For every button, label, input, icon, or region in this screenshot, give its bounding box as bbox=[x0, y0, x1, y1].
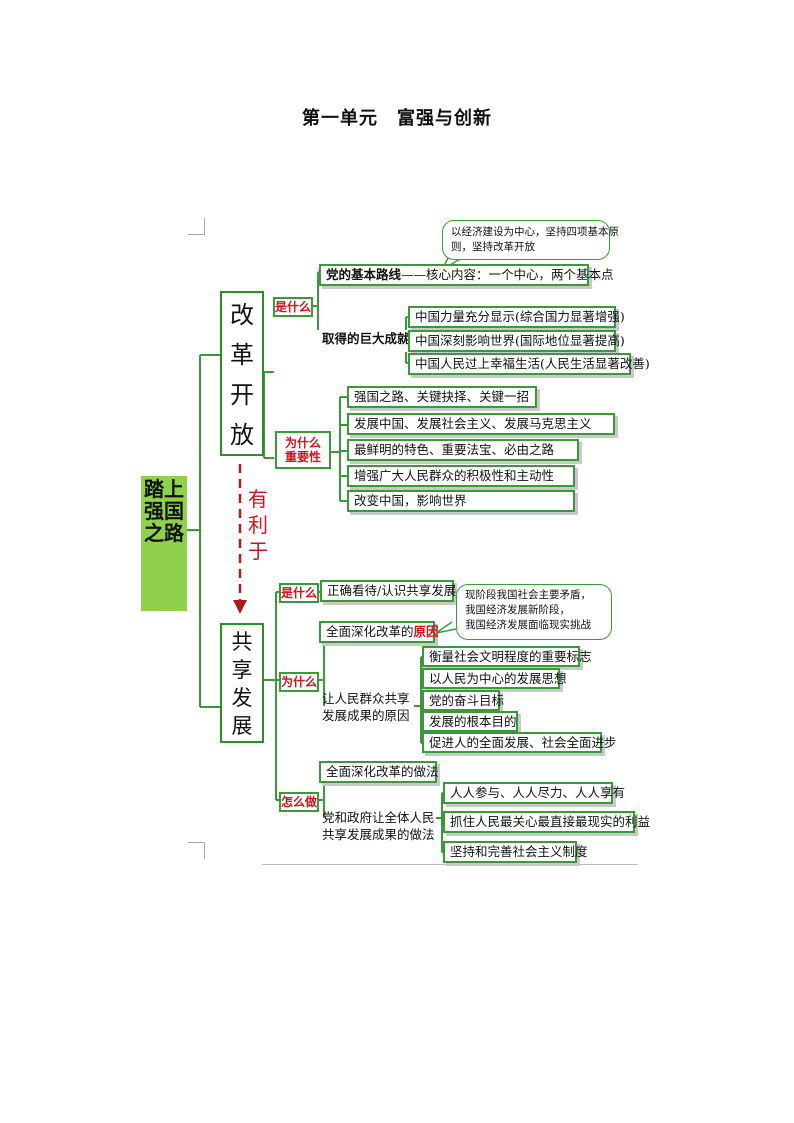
reform-why-tag: 为什么 重要性 bbox=[275, 431, 331, 469]
sharing-char: 发 bbox=[231, 686, 253, 710]
share-reason-label: 让人民群众共享 发展成果的原因 bbox=[322, 690, 410, 724]
deepen-reason-prefix: 全面深化改革的 bbox=[326, 624, 414, 639]
sharing-node: 共 享 发 展 bbox=[220, 623, 264, 743]
achievements-label: 取得的巨大成就 bbox=[317, 330, 410, 352]
achievement-item: 中国力量充分显示(综合国力显著增强) bbox=[408, 306, 625, 328]
sharing-char: 共 bbox=[231, 630, 253, 654]
reform-char: 开 bbox=[230, 381, 254, 409]
root-node: 踏上强国之路 bbox=[141, 476, 187, 611]
bottom-rule bbox=[262, 864, 638, 865]
sharing-how-tag: 怎么做 bbox=[279, 792, 319, 812]
party-how-line: 共享发展成果的做法 bbox=[322, 827, 435, 842]
crop-mark-top-left bbox=[188, 218, 205, 235]
deepen-callout-line: 我国经济发展新阶段， bbox=[465, 604, 570, 616]
share-reason-line: 发展成果的原因 bbox=[322, 708, 410, 723]
sharing-what-tag: 是什么 bbox=[279, 583, 319, 603]
page-title: 第一单元 富强与创新 bbox=[302, 108, 492, 129]
sharing-char: 展 bbox=[231, 714, 253, 738]
importance-item: 改变中国，影响世界 bbox=[347, 490, 575, 512]
share-reason-item: 党的奋斗目标 bbox=[422, 690, 504, 711]
deepen-callout: 现阶段我国社会主要矛盾， 我国经济发展新阶段， 我国经济发展面临现实挑战 bbox=[456, 584, 612, 640]
achievement-item: 中国人民过上幸福生活(人民生活显著改善) bbox=[408, 353, 650, 375]
reform-why-line: 重要性 bbox=[284, 450, 321, 464]
party-how-line: 党和政府让全体人民 bbox=[322, 810, 435, 825]
deepen-reason-box: 全面深化改革的原因 bbox=[319, 621, 439, 643]
benefit-char: 有 bbox=[248, 487, 268, 511]
reform-char: 放 bbox=[230, 421, 254, 449]
reform-node: 改 革 开 放 bbox=[220, 291, 264, 456]
importance-item: 增强广大人民群众的积极性和主动性 bbox=[347, 465, 575, 487]
share-reason-item: 促进人的全面发展、社会全面进步 bbox=[422, 732, 617, 753]
importance-item: 强国之路、关键抉择、关键一招 bbox=[347, 386, 537, 408]
crop-mark-bottom-left bbox=[188, 842, 205, 859]
importance-item: 发展中国、发展社会主义、发展马克思主义 bbox=[347, 413, 615, 435]
share-reason-line: 让人民群众共享 bbox=[322, 691, 410, 706]
basic-line-callout-line: 以经济建设为中心，坚持四项基本原 bbox=[451, 226, 619, 238]
achievement-item: 中国深刻影响世界(国际地位显著提高) bbox=[408, 330, 625, 352]
basic-line-box: 党的基本路线——核心内容：一个中心，两个基本点 bbox=[319, 264, 614, 286]
party-item: 抓住人民最关心最直接最现实的利益 bbox=[443, 811, 650, 833]
basic-line-callout: 以经济建设为中心，坚持四项基本原 则，坚持改革开放 bbox=[442, 220, 619, 260]
arrow-head bbox=[233, 600, 247, 614]
basic-line-text: ——核心内容：一个中心，两个基本点 bbox=[401, 267, 614, 282]
share-reason-item: 发展的根本目的 bbox=[422, 711, 518, 732]
benefit-label: 有 利 于 bbox=[246, 486, 270, 564]
benefit-char: 利 bbox=[248, 513, 268, 537]
importance-item: 最鲜明的特色、重要法宝、必由之路 bbox=[347, 439, 579, 461]
deepen-callout-line: 我国经济发展面临现实挑战 bbox=[465, 619, 591, 631]
party-item: 人人参与、人人尽力、人人享有 bbox=[443, 782, 625, 804]
deepen-reason-emph: 原因 bbox=[413, 624, 439, 639]
deepen-how-box: 全面深化改革的做法 bbox=[319, 761, 439, 783]
benefit-char: 于 bbox=[248, 539, 268, 563]
share-reason-item: 以人民为中心的发展思想 bbox=[422, 668, 567, 689]
share-reason-item: 衡量社会文明程度的重要标志 bbox=[422, 646, 592, 667]
basic-line-label: 党的基本路线 bbox=[326, 267, 402, 282]
reform-char: 改 bbox=[230, 301, 254, 329]
sharing-what-box: 正确看待/认识共享发展 bbox=[320, 580, 456, 602]
reform-why-line: 为什么 bbox=[284, 436, 321, 450]
deepen-callout-line: 现阶段我国社会主要矛盾， bbox=[465, 589, 591, 601]
party-item: 坚持和完善社会主义制度 bbox=[443, 841, 588, 863]
sharing-why-tag: 为什么 bbox=[279, 672, 319, 692]
reform-what-tag: 是什么 bbox=[273, 297, 313, 317]
reform-char: 革 bbox=[230, 341, 254, 369]
party-how-label: 党和政府让全体人民 共享发展成果的做法 bbox=[322, 809, 435, 843]
basic-line-callout-line: 则，坚持改革开放 bbox=[451, 241, 535, 253]
sharing-char: 享 bbox=[231, 658, 253, 682]
